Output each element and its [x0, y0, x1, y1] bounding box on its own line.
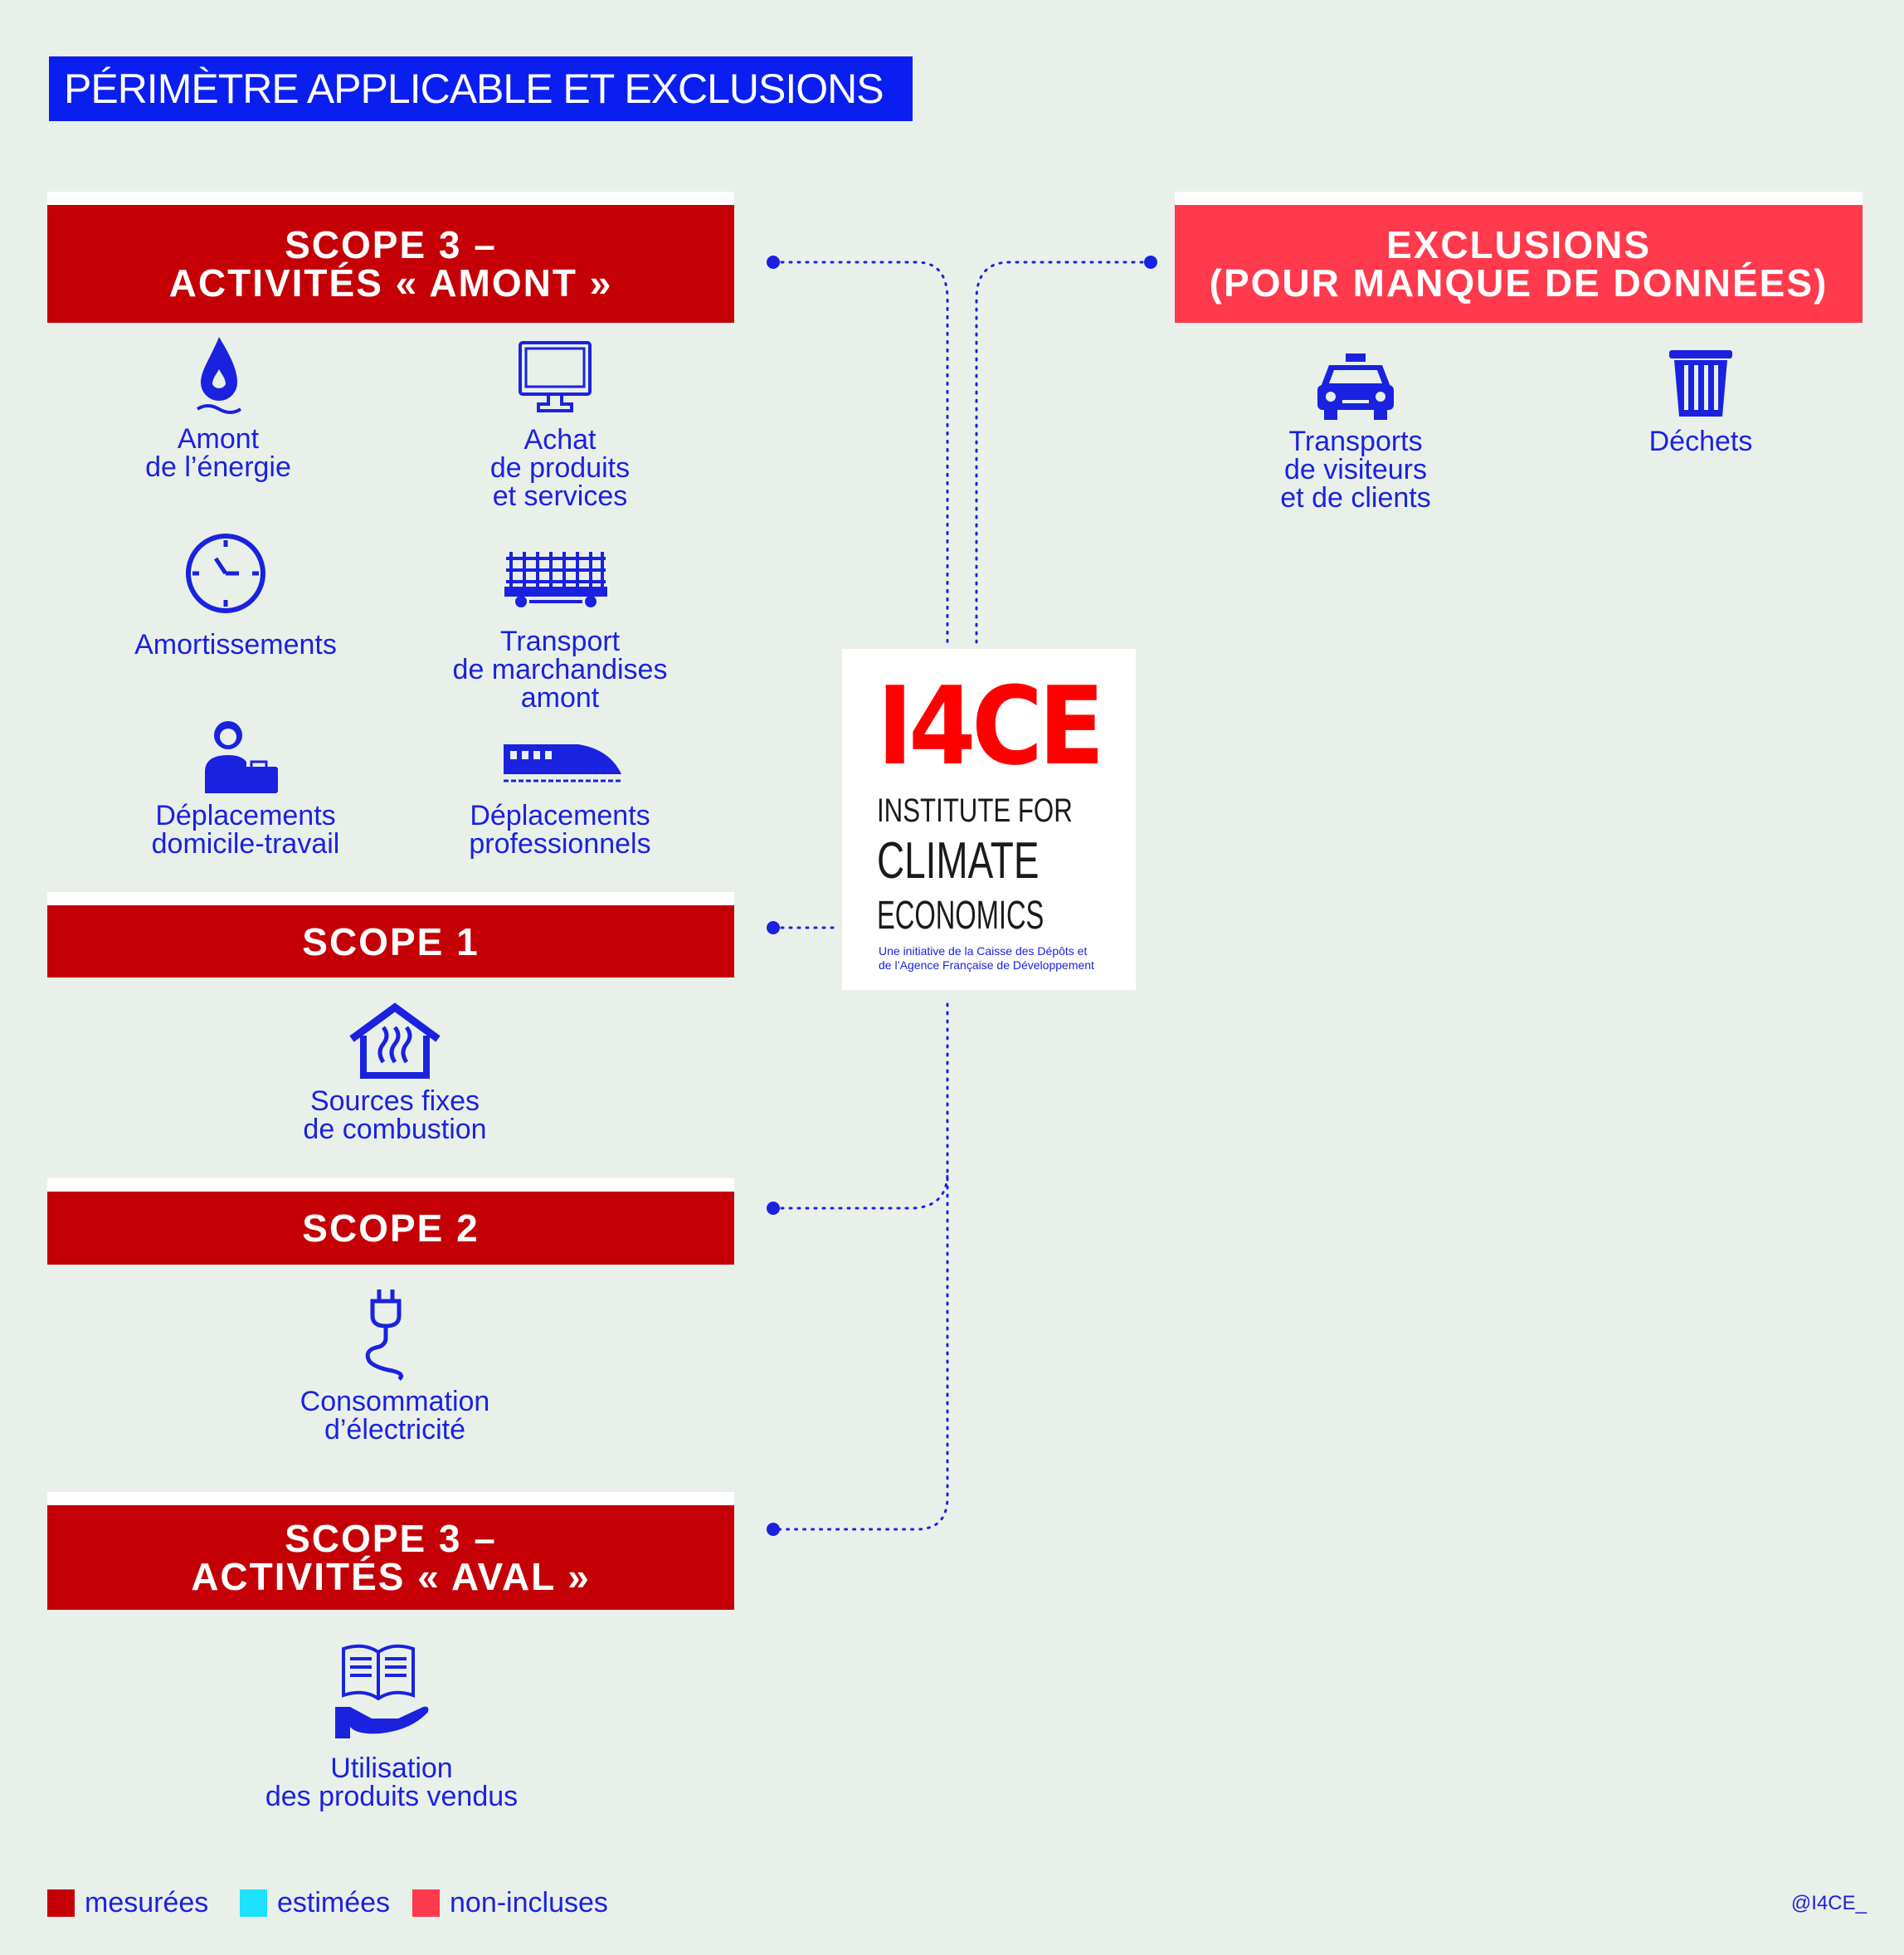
legend-non-incluses: non-incluses — [412, 1887, 608, 1918]
connector-dot — [1144, 256, 1157, 269]
connector-dot — [767, 256, 780, 269]
trash-bin-icon — [1669, 350, 1732, 417]
connector-dot — [767, 1523, 780, 1536]
logo-line-3: ECONOMICS — [877, 894, 1045, 938]
high-speed-train-icon — [504, 744, 621, 782]
legend-label: non-incluses — [450, 1887, 608, 1918]
connector-dot — [767, 1202, 780, 1215]
legend-swatch — [412, 1889, 440, 1917]
item-sources-fixes: Sources fixes de combustion — [303, 1085, 487, 1145]
item-produits-vendus: Utilisation des produits vendus — [265, 1753, 519, 1812]
connector-dot — [767, 921, 780, 934]
scope1-header: SCOPE 1 — [47, 892, 734, 978]
logo-tagline: Une initiative de la Caisse des Dépôts e… — [879, 944, 1094, 972]
connector-trunk — [772, 1002, 949, 1531]
item-transports-visiteurs: Transports de visiteurs et de clients — [1280, 426, 1431, 514]
legend-label: mesurées — [85, 1887, 209, 1918]
scope3-amont-header: SCOPE 3 – ACTIVITÉS « AMONT » — [47, 192, 734, 323]
legend-mesurees: mesurées — [47, 1887, 209, 1918]
electric-plug-icon — [365, 1290, 404, 1381]
legend-swatch — [240, 1889, 267, 1917]
connector-exclusions — [975, 261, 1152, 644]
legend-estimees: estimées — [240, 1887, 391, 1918]
scope3-aval-header: SCOPE 3 – ACTIVITÉS « AVAL » — [47, 1492, 734, 1610]
monitor-icon — [519, 341, 592, 412]
item-amortissements: Amortissements — [134, 629, 337, 661]
heated-house-icon — [349, 1002, 441, 1079]
credit-handle: @I4CE_ — [1790, 1892, 1867, 1914]
legend-swatch — [47, 1889, 75, 1917]
clock-icon — [186, 534, 265, 613]
page-title: PÉRIMÈTRE APPLICABLE ET EXCLUSIONS — [49, 56, 913, 121]
item-achat-produits: Achat de produits et services — [489, 424, 631, 512]
connector-scope2 — [772, 1171, 949, 1210]
flame-drop-icon — [196, 337, 242, 414]
item-dechets: Déchets — [1648, 426, 1753, 457]
taxi-car-icon — [1317, 353, 1394, 420]
item-domicile-travail: Déplacements domicile-travail — [151, 800, 340, 860]
scope2-header: SCOPE 2 — [47, 1178, 734, 1265]
item-deplacements-pro: Déplacements professionnels — [469, 800, 651, 860]
book-hand-icon — [335, 1644, 429, 1738]
item-electricite: Consommation d’électricité — [299, 1386, 490, 1446]
exclusions-header: EXCLUSIONS (POUR MANQUE DE DONNÉES) — [1175, 192, 1863, 323]
logo-line-2: CLIMATE — [877, 832, 1040, 890]
connector-scope3-amont — [772, 261, 949, 644]
logo-line-1: INSTITUTE FOR — [877, 792, 1073, 829]
logo-mark: I4CE — [877, 663, 1105, 789]
item-transport-marchandises: Transport de marchandises amont — [452, 626, 668, 714]
freight-wagon-icon — [504, 552, 607, 607]
i4ce-logo: I4CE INSTITUTE FOR CLIMATE ECONOMICS Une… — [842, 649, 1136, 990]
legend-label: estimées — [277, 1887, 391, 1918]
item-amont-energie: Amont de l’énergie — [145, 423, 291, 483]
commuter-briefcase-icon — [205, 721, 278, 793]
